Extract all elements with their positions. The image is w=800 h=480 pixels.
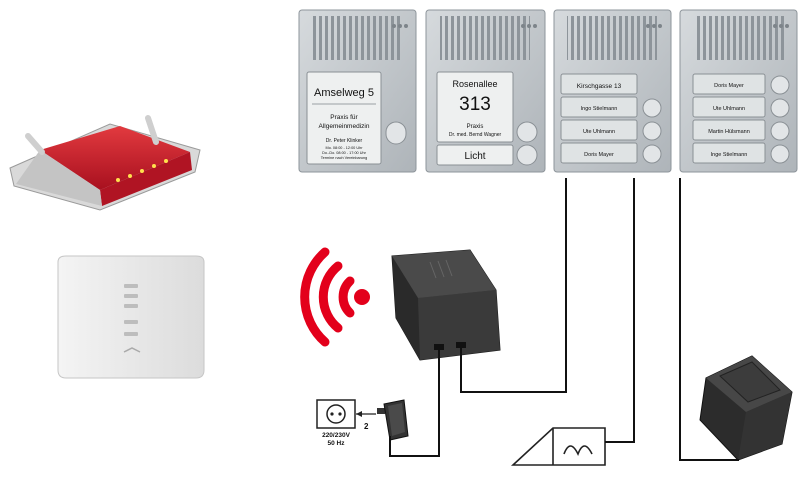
doorbell-interface-box-icon bbox=[391, 249, 501, 361]
panel-1-practice-line2: Allgemeinmedizin bbox=[319, 123, 370, 130]
panel-2-street: Rosenallee bbox=[452, 79, 497, 89]
plug-in-transformer-icon bbox=[699, 355, 793, 461]
wire-adapter-to-box bbox=[389, 350, 440, 457]
panel-4-name-1: Doris Mayer bbox=[714, 83, 744, 89]
wire-panel-4-to-transformer bbox=[679, 178, 739, 461]
door-panel-3 bbox=[553, 9, 672, 173]
panel-1-doctor: Dr. Peter Klinker bbox=[326, 138, 363, 144]
power-adapter-icon bbox=[377, 399, 409, 441]
wifi-signal-icon bbox=[300, 247, 370, 347]
panel-4-name-3: Martin Hülsmann bbox=[708, 129, 750, 135]
panel-3-name-1: Kirschgasse 13 bbox=[577, 83, 622, 90]
connector-number-label: 2 bbox=[364, 422, 369, 431]
wire-chime-to-panel-3 bbox=[605, 178, 635, 443]
panel-4-name-2: Ute Uhlmann bbox=[713, 106, 745, 112]
panel-1-hours-line2: Do.-Do. 08:00 - 17:00 Uhr bbox=[322, 151, 366, 155]
wire-box-to-panel-3 bbox=[460, 178, 567, 393]
door-panel-1 bbox=[298, 9, 417, 173]
panel-3-name-4: Doris Mayer bbox=[584, 152, 614, 158]
power-socket-icon bbox=[316, 399, 376, 429]
door-chime-icon bbox=[510, 427, 606, 466]
panel-4-name-4: Inge Stielmann bbox=[711, 152, 748, 158]
panel-2-practice: Praxis bbox=[467, 124, 484, 130]
panel-1-hours-line3: Termine nach Vereinbarung bbox=[321, 156, 367, 160]
white-router-icon bbox=[57, 255, 205, 379]
panel-2-number: 313 bbox=[459, 94, 491, 115]
panel-2-doctor: Dr. med. Bernd Wagner bbox=[449, 132, 502, 138]
panel-3-name-2: Ingo Stielmann bbox=[581, 106, 618, 112]
wiring bbox=[389, 178, 739, 461]
socket-frequency-label: 50 Hz bbox=[328, 440, 346, 447]
door-panel-2 bbox=[425, 9, 546, 173]
door-panel-4 bbox=[679, 9, 798, 173]
red-router-icon bbox=[9, 115, 201, 211]
panel-1-practice-line1: Praxis für bbox=[330, 114, 358, 121]
panel-3-name-3: Ute Uhlmann bbox=[583, 129, 615, 135]
panel-1-street: Amselweg 5 bbox=[314, 87, 374, 99]
panel-1-hours-line1: Mo. 08:00 - 12:00 Uhr bbox=[326, 146, 364, 150]
panel-2-light-label: Licht bbox=[464, 151, 485, 162]
socket-voltage-label: 220/230V bbox=[322, 432, 350, 439]
